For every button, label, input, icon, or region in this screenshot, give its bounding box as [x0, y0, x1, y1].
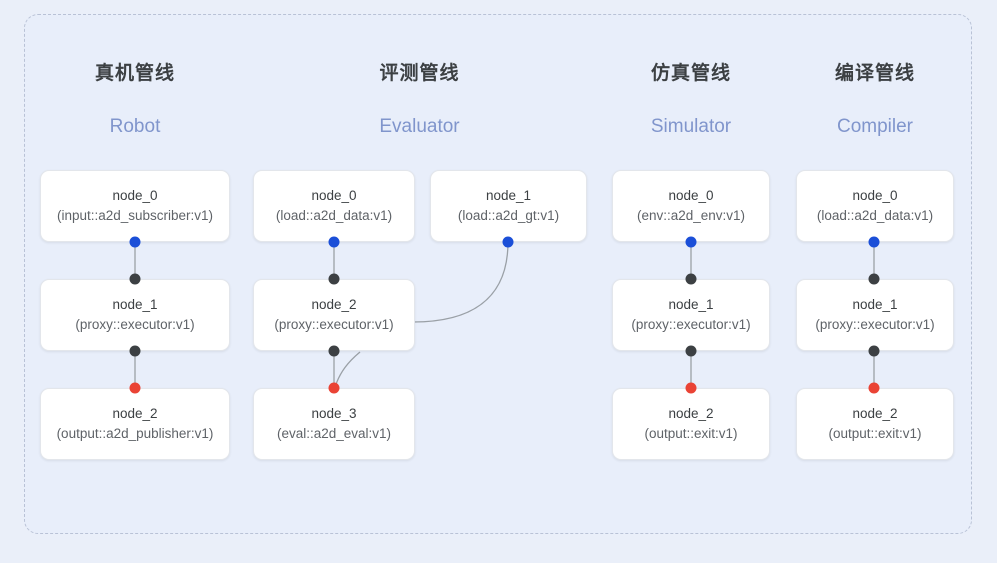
node-card-compiler-node_1[interactable]: node_1 (proxy::executor:v1) — [796, 279, 954, 351]
node-id: node_0 — [311, 188, 357, 203]
port-input-robot-node_2[interactable] — [129, 382, 141, 394]
node-id: node_2 — [668, 406, 714, 421]
node-type: (eval::a2d_eval:v1) — [276, 426, 392, 441]
port-output-evaluator-node_2[interactable] — [328, 345, 340, 357]
node-id: node_2 — [112, 406, 158, 421]
node-type: (proxy::executor:v1) — [815, 317, 935, 332]
port-output-simulator-node_1[interactable] — [685, 345, 697, 357]
port-output-evaluator-node_0[interactable] — [328, 236, 340, 248]
node-type: (env::a2d_env:v1) — [636, 208, 746, 223]
node-id: node_3 — [311, 406, 357, 421]
node-type: (output::exit:v1) — [644, 426, 738, 441]
node-card-robot-node_0[interactable]: node_0 (input::a2d_subscriber:v1) — [40, 170, 230, 242]
node-card-robot-node_2[interactable]: node_2 (output::a2d_publisher:v1) — [40, 388, 230, 460]
port-output-evaluator-node_1[interactable] — [502, 236, 514, 248]
node-card-evaluator-node_0[interactable]: node_0 (load::a2d_data:v1) — [253, 170, 415, 242]
node-card-simulator-node_0[interactable]: node_0 (env::a2d_env:v1) — [612, 170, 770, 242]
node-id: node_1 — [485, 188, 532, 203]
node-type: (load::a2d_data:v1) — [816, 208, 934, 223]
node-type: (proxy::executor:v1) — [631, 317, 751, 332]
node-type: (input::a2d_subscriber:v1) — [56, 208, 214, 223]
node-card-robot-node_1[interactable]: node_1 (proxy::executor:v1) — [40, 279, 230, 351]
node-type: (output::exit:v1) — [828, 426, 922, 441]
node-card-evaluator-node_2[interactable]: node_2 (proxy::executor:v1) — [253, 279, 415, 351]
node-card-compiler-node_0[interactable]: node_0 (load::a2d_data:v1) — [796, 170, 954, 242]
port-output-robot-node_0[interactable] — [129, 236, 141, 248]
node-id: node_1 — [112, 297, 158, 312]
port-input-compiler-node_1[interactable] — [868, 273, 880, 285]
node-card-evaluator-node_3[interactable]: node_3 (eval::a2d_eval:v1) — [253, 388, 415, 460]
node-id: node_2 — [311, 297, 357, 312]
port-output-robot-node_1[interactable] — [129, 345, 141, 357]
node-card-evaluator-node_1[interactable]: node_1 (load::a2d_gt:v1) — [430, 170, 587, 242]
port-input-robot-node_1[interactable] — [129, 273, 141, 285]
node-card-simulator-node_2[interactable]: node_2 (output::exit:v1) — [612, 388, 770, 460]
node-type: (proxy::executor:v1) — [75, 317, 195, 332]
port-output-simulator-node_0[interactable] — [685, 236, 697, 248]
node-type: (output::a2d_publisher:v1) — [56, 426, 214, 441]
node-id: node_2 — [852, 406, 898, 421]
port-input-simulator-node_2[interactable] — [685, 382, 697, 394]
node-type: (proxy::executor:v1) — [274, 317, 394, 332]
port-output-compiler-node_0[interactable] — [868, 236, 880, 248]
port-input-evaluator-node_3[interactable] — [328, 382, 340, 394]
node-card-simulator-node_1[interactable]: node_1 (proxy::executor:v1) — [612, 279, 770, 351]
port-input-compiler-node_2[interactable] — [868, 382, 880, 394]
node-id: node_1 — [668, 297, 714, 312]
node-type: (load::a2d_gt:v1) — [457, 208, 560, 223]
node-id: node_1 — [852, 297, 898, 312]
node-card-compiler-node_2[interactable]: node_2 (output::exit:v1) — [796, 388, 954, 460]
port-input-evaluator-node_2[interactable] — [328, 273, 340, 285]
port-output-compiler-node_1[interactable] — [868, 345, 880, 357]
node-id: node_0 — [668, 188, 714, 203]
port-input-simulator-node_1[interactable] — [685, 273, 697, 285]
node-id: node_0 — [112, 188, 158, 203]
node-type: (load::a2d_data:v1) — [275, 208, 393, 223]
node-id: node_0 — [852, 188, 898, 203]
